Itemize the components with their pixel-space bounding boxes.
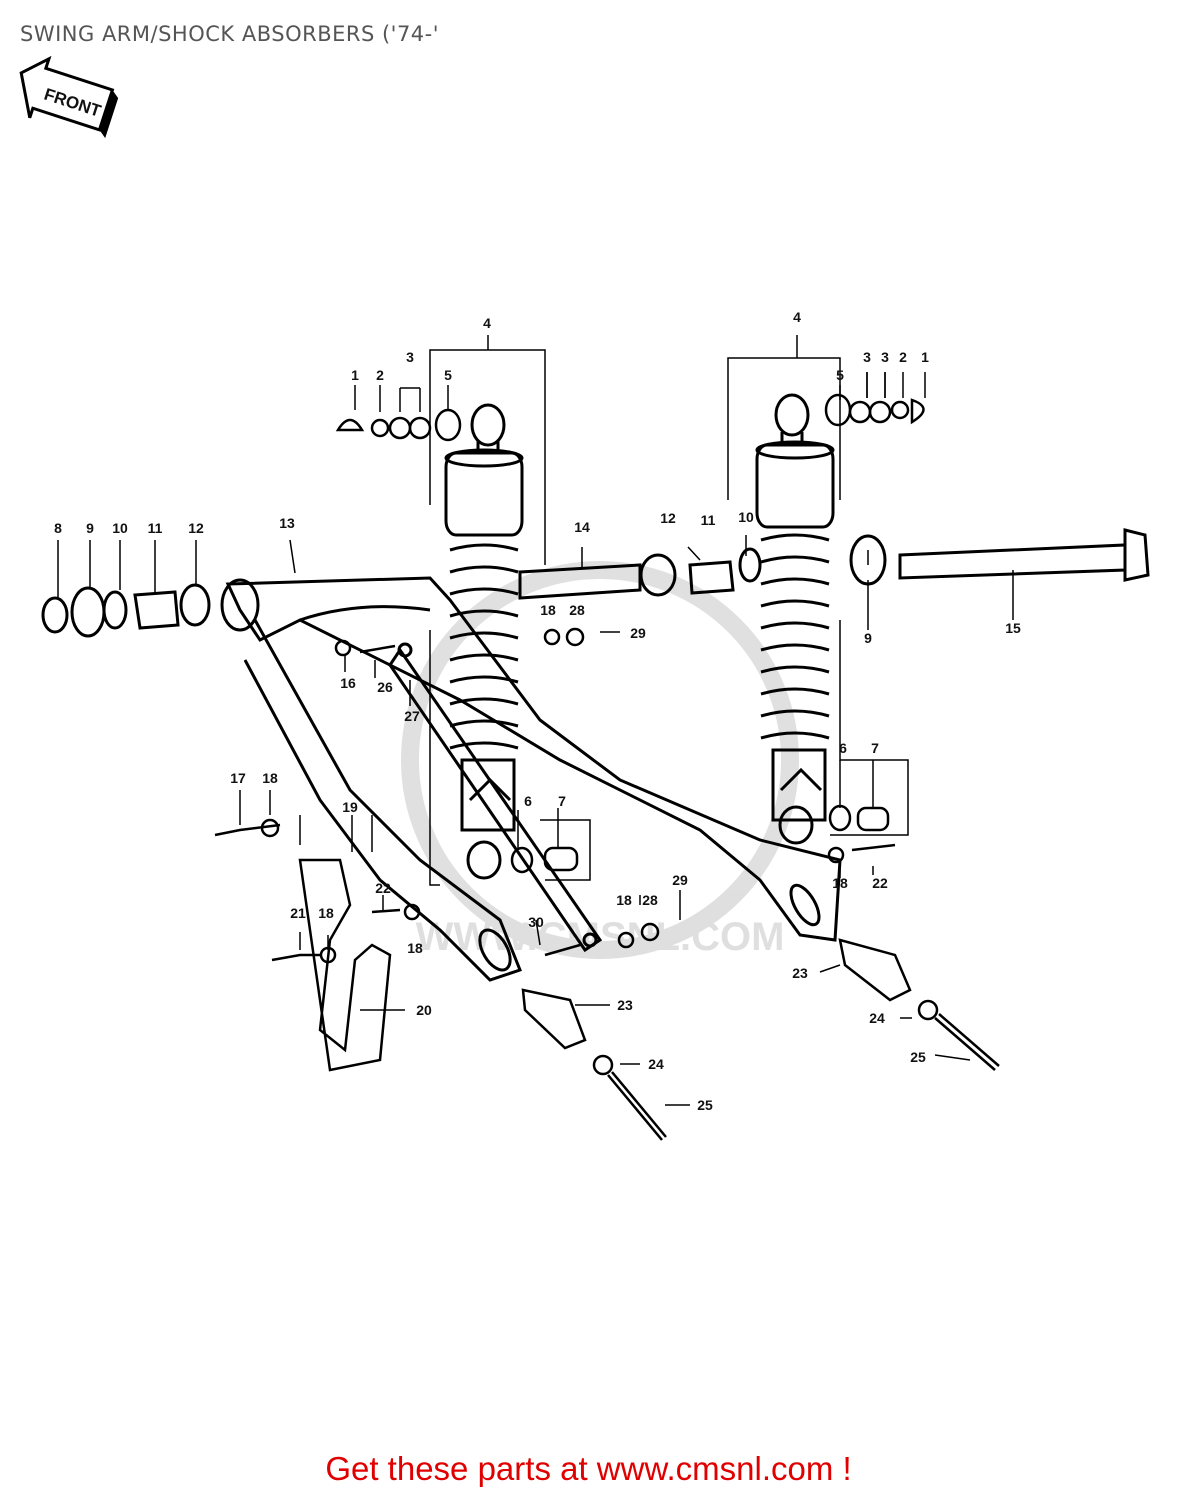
callout: 23 <box>617 997 633 1013</box>
callout: 9 <box>864 630 872 646</box>
callout: 12 <box>660 510 676 526</box>
front-arrow-icon: FRONT <box>19 55 119 139</box>
callout: 18 <box>262 770 278 786</box>
callout: 30 <box>528 914 544 930</box>
hardware <box>214 393 1000 1141</box>
left-shock-absorber <box>444 403 524 880</box>
callout: 28 <box>569 602 585 618</box>
callout: 11 <box>148 520 163 536</box>
callout: 10 <box>738 509 754 525</box>
watermark: WWW.CMSNL.COM <box>401 561 799 959</box>
callout: 18 <box>832 875 848 891</box>
callout: 29 <box>672 872 688 888</box>
callout: 13 <box>279 515 295 531</box>
callout: 24 <box>648 1056 664 1072</box>
watermark-text: WWW.CMSNL.COM <box>416 915 785 959</box>
callout: 19 <box>342 799 358 815</box>
callout: 7 <box>558 793 566 809</box>
callout: 18 <box>540 602 556 618</box>
callout: 1 <box>351 367 359 383</box>
callout: 24 <box>869 1010 885 1026</box>
callout: 26 <box>377 679 393 695</box>
callout: 17 <box>230 770 246 786</box>
swing-arm <box>220 576 842 982</box>
callout: 28 <box>642 892 658 908</box>
callout: 16 <box>340 675 356 691</box>
callout: 25 <box>910 1049 926 1065</box>
callout: 12 <box>188 520 204 536</box>
callout: 15 <box>1005 620 1021 636</box>
callout: 22 <box>872 875 888 891</box>
callout: 4 <box>793 309 801 325</box>
callout: 7 <box>871 740 879 756</box>
callout: 18 <box>616 892 632 908</box>
callout: 18 <box>407 940 423 956</box>
callout: 10 <box>112 520 128 536</box>
callout: 8 <box>54 520 62 536</box>
page-title: SWING ARM/SHOCK ABSORBERS ('74-' <box>20 22 440 46</box>
callout: 6 <box>839 740 847 756</box>
callout: 3 <box>406 349 414 365</box>
callout-labels: 4 4 1 2 3 5 5 3 3 2 1 8 9 10 11 12 13 14… <box>54 309 1021 1113</box>
callout: 11 <box>701 512 716 528</box>
callout: 29 <box>630 625 646 641</box>
parts-diagram: WWW.CMSNL.COM FRONT <box>19 55 1150 1141</box>
callout: 27 <box>404 708 420 724</box>
callout: 22 <box>375 880 391 896</box>
shop-link-text[interactable]: Get these parts at www.cmsnl.com ! <box>325 1450 852 1487</box>
callout: 3 <box>863 349 871 365</box>
callout: 6 <box>524 793 532 809</box>
callout: 5 <box>444 367 452 383</box>
callout: 23 <box>792 965 808 981</box>
callout: 25 <box>697 1097 713 1113</box>
right-shock-absorber <box>755 393 835 845</box>
callout: 2 <box>899 349 907 365</box>
callout: 18 <box>318 905 334 921</box>
callout: 20 <box>416 1002 432 1018</box>
callout: 2 <box>376 367 384 383</box>
callout: 21 <box>290 905 306 921</box>
callout: 3 <box>881 349 889 365</box>
callout: 4 <box>483 315 491 331</box>
callout: 9 <box>86 520 94 536</box>
pivot-assembly <box>41 528 1150 638</box>
callout-brackets <box>57 335 1014 1106</box>
callout: 5 <box>836 367 844 383</box>
callout: 1 <box>921 349 929 365</box>
callout: 14 <box>574 519 590 535</box>
